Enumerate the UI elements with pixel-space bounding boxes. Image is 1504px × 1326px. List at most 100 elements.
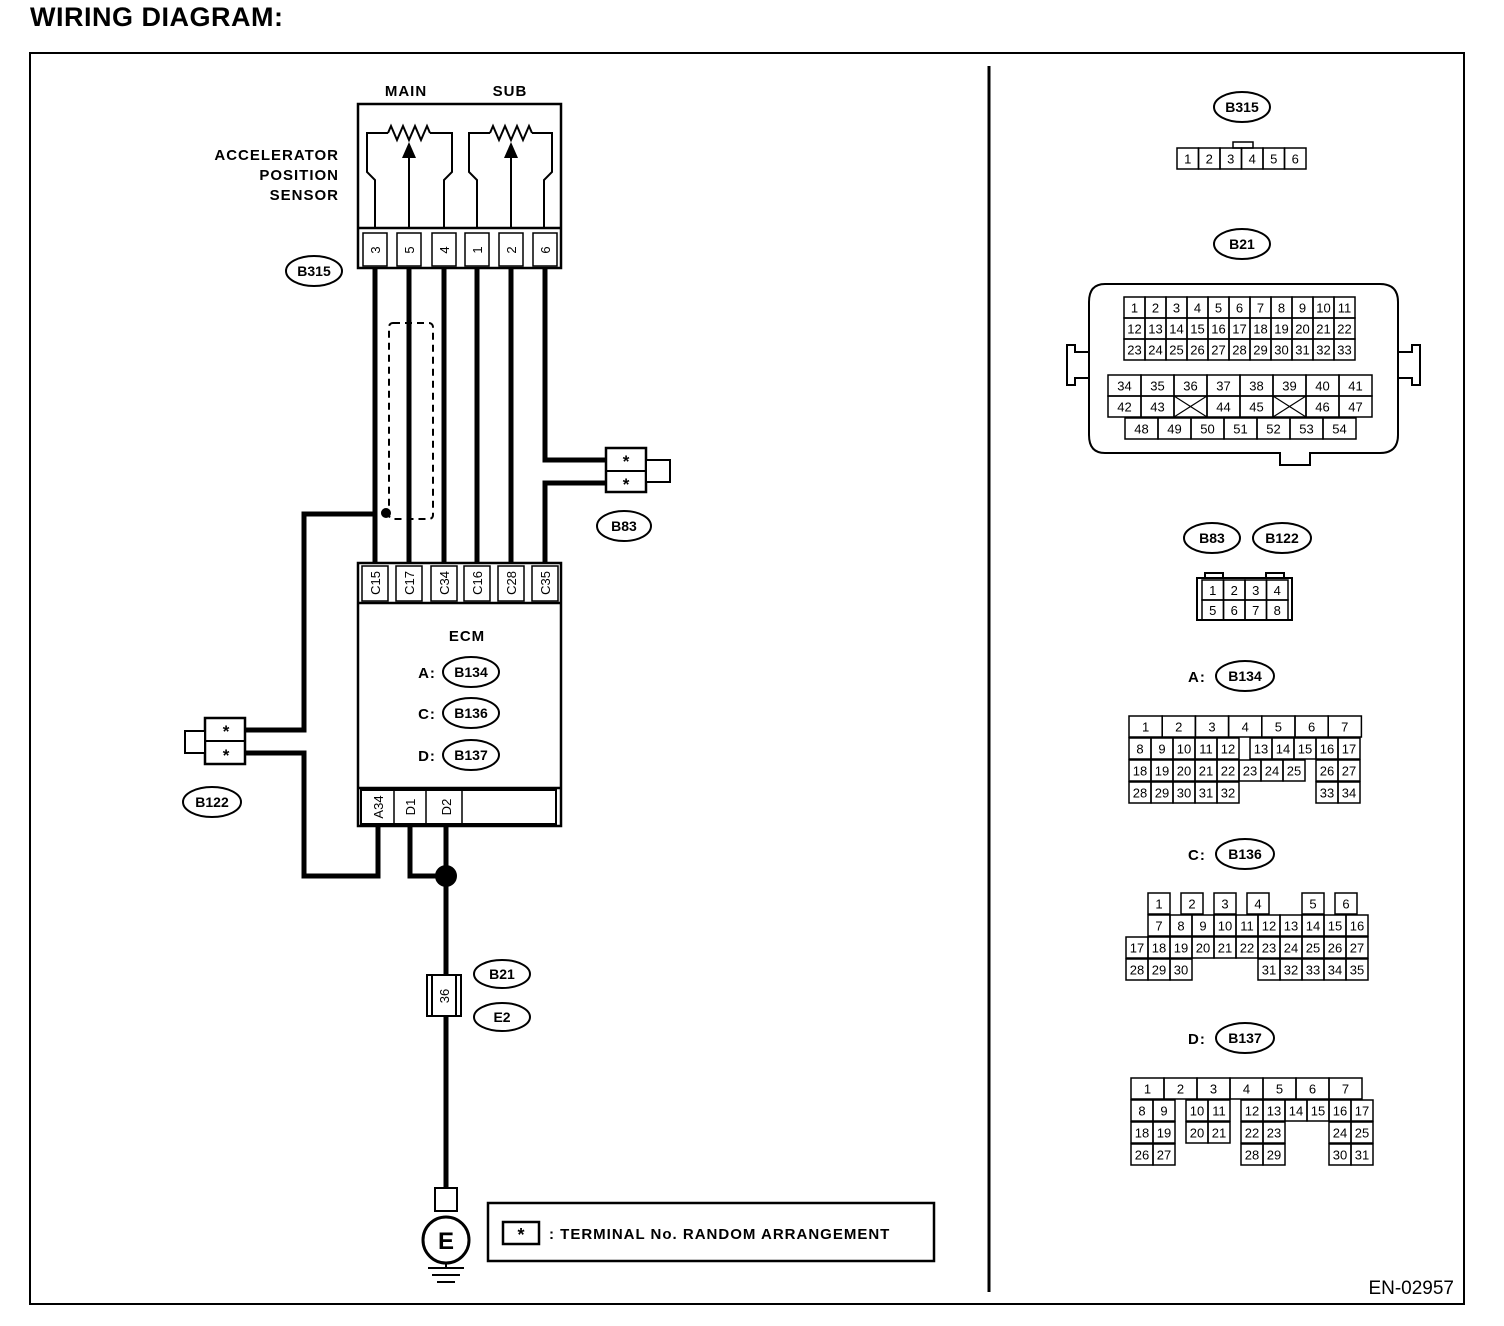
b21-cell (1322, 417, 1357, 440)
b136-pin: 30 (1174, 963, 1188, 978)
sensor-pin-label: 6 (538, 246, 553, 253)
sensor-pin-label: 2 (504, 246, 519, 253)
b134-pin: 29 (1155, 786, 1169, 801)
b134-pin: 17 (1342, 742, 1356, 757)
b315-pin: 5 (1270, 152, 1277, 167)
b136-pin: 4 (1254, 897, 1261, 912)
b83-b122-pin: 2 (1231, 583, 1238, 598)
b137-cell (1152, 1099, 1176, 1122)
sensor-pin-cell (464, 232, 490, 267)
b134-pin: 2 (1175, 720, 1182, 735)
b137-cell (1207, 1099, 1231, 1122)
b21-pin: 6 (1236, 301, 1243, 316)
b136-pin: 34 (1328, 963, 1342, 978)
b134-cell (1327, 715, 1363, 738)
b21-pin: 27 (1211, 343, 1225, 358)
b21-pin: 19 (1274, 322, 1288, 337)
b21-pin: 53 (1299, 422, 1313, 437)
b21-right-latch (1398, 344, 1421, 386)
page-title: WIRING DIAGRAM: (30, 2, 284, 32)
b134-prefix: A: (1188, 669, 1206, 686)
b21-pin: 52 (1266, 422, 1280, 437)
b134-pin: 14 (1276, 742, 1290, 757)
ecm-top-pin-label: C17 (402, 571, 417, 595)
b134-cell (1216, 781, 1240, 804)
b21-pin: 28 (1232, 343, 1246, 358)
b136-pin: 15 (1328, 919, 1342, 934)
b21-cell (1338, 395, 1373, 418)
b136-cell (1213, 892, 1237, 915)
b21-pin: 37 (1216, 379, 1230, 394)
b21-pin: 50 (1200, 422, 1214, 437)
b21-pin: 30 (1274, 343, 1288, 358)
b21-pin: 36 (1183, 379, 1197, 394)
b137-pin: 13 (1267, 1104, 1281, 1119)
b315-pin: 4 (1249, 152, 1256, 167)
sensor-pin-cell (532, 232, 558, 267)
b315-pin: 3 (1227, 152, 1234, 167)
b21-pin: 1 (1131, 301, 1138, 316)
ecm-bottom-pin-label: D1 (403, 799, 418, 816)
b136-pin: 9 (1199, 919, 1206, 934)
ground-label: E (438, 1228, 454, 1255)
main-wiper-arrow (402, 142, 416, 158)
b136-pin: 24 (1284, 941, 1298, 956)
document-code: EN-02957 (1368, 1278, 1454, 1299)
b136-pin: 26 (1328, 941, 1342, 956)
b137-pin: 31 (1355, 1148, 1369, 1163)
b21-housing (1088, 283, 1399, 466)
b137-pin: 15 (1311, 1104, 1325, 1119)
b21-pin: 25 (1169, 343, 1183, 358)
b122-pin-1: * (223, 722, 230, 741)
b136-pin: 5 (1309, 897, 1316, 912)
b137-pin: 29 (1267, 1148, 1281, 1163)
b134-pin: 22 (1221, 764, 1235, 779)
b21-pin: 18 (1253, 322, 1267, 337)
b136-cell (1169, 958, 1193, 981)
b315-pin: 1 (1184, 152, 1191, 167)
b136-cell (1180, 892, 1204, 915)
wire-shield (388, 322, 434, 520)
ecm-box: ECM (356, 561, 563, 828)
b21-pin: 11 (1338, 301, 1352, 316)
b21-pin: 12 (1127, 322, 1141, 337)
b21-pin: 21 (1316, 322, 1330, 337)
b134-cell (1337, 737, 1361, 760)
ecm-top-pin-label: C16 (470, 571, 485, 595)
ground-junction-dot (435, 865, 457, 887)
b21-pin: 14 (1169, 322, 1183, 337)
b21-pin: 10 (1316, 301, 1330, 316)
sensor-pin-label: 1 (470, 246, 485, 253)
b21-pin: 8 (1278, 301, 1285, 316)
sensor-pin-label: 3 (368, 246, 383, 253)
b21-pin: 20 (1295, 322, 1309, 337)
b134-pin: 16 (1320, 742, 1334, 757)
b137-pin: 16 (1333, 1104, 1347, 1119)
b137-pin: 20 (1190, 1126, 1204, 1141)
ecm-label: ECM (449, 628, 485, 645)
ecm-top-pin-label: C28 (504, 571, 519, 595)
b137-pin: 7 (1342, 1082, 1349, 1097)
b137-pin: 2 (1177, 1082, 1184, 1097)
b134-pin: 19 (1155, 764, 1169, 779)
b137-pin: 22 (1245, 1126, 1259, 1141)
b315-connector-oval: B315 (285, 255, 343, 287)
b136-pin: 35 (1350, 963, 1364, 978)
b134-pin: 1 (1142, 720, 1149, 735)
b21-pin: 34 (1117, 379, 1131, 394)
b136-cell (1345, 958, 1369, 981)
b137-pin: 6 (1309, 1082, 1316, 1097)
b137-pin: 21 (1212, 1126, 1226, 1141)
b136-cell (1334, 892, 1358, 915)
b134-pin: 21 (1199, 764, 1213, 779)
b134-pin: 4 (1242, 720, 1249, 735)
b137-pin: 12 (1245, 1104, 1259, 1119)
b136-pin: 8 (1177, 919, 1184, 934)
b136-pin: 17 (1130, 941, 1144, 956)
b21-pin: 23 (1127, 343, 1141, 358)
b83-connector: * * B83 (596, 446, 671, 542)
ground-joint-connector: 36 B21 E2 (426, 959, 531, 1032)
b21-pin: 49 (1167, 422, 1181, 437)
